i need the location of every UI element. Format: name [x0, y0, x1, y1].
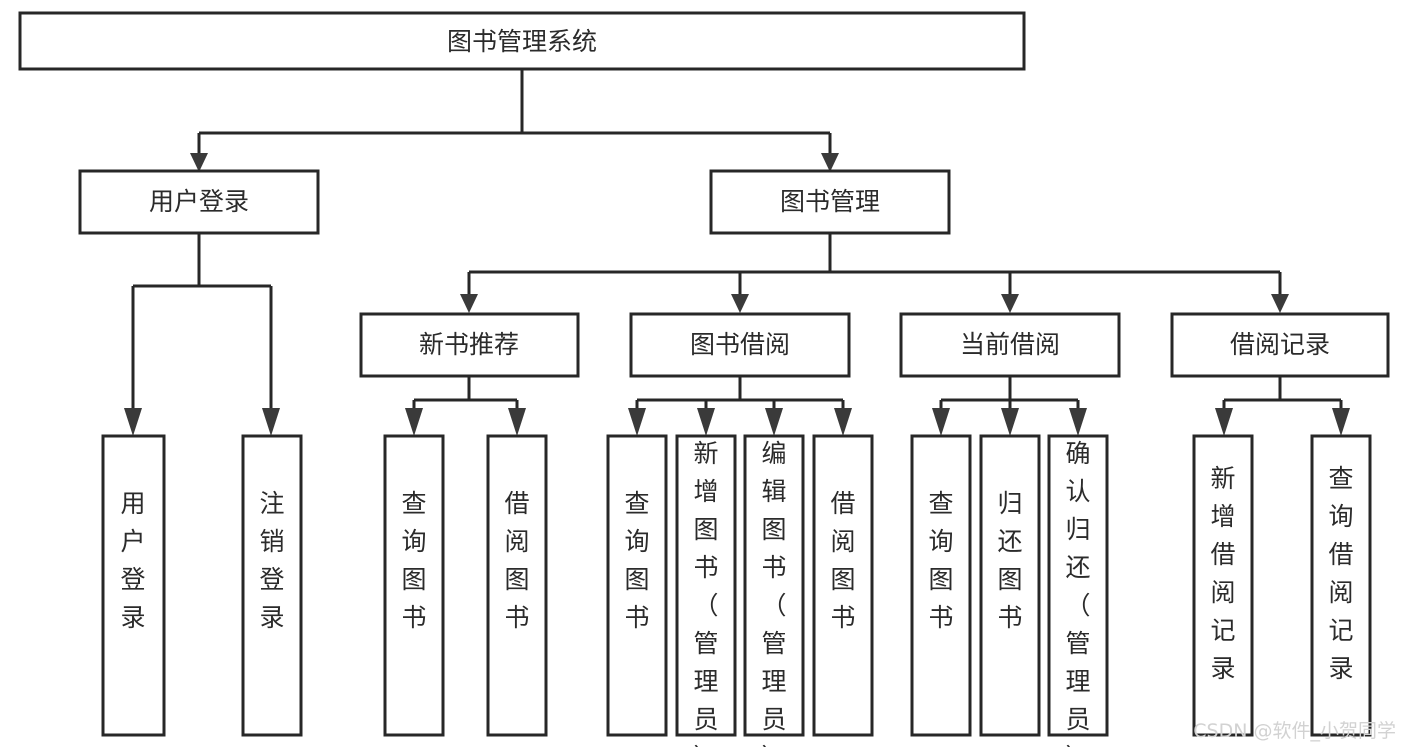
node-book-management-label: 图书管理 [780, 187, 880, 216]
leaf-user-login-login-box [101, 434, 166, 737]
leaf-new-book-borrow[interactable]: 借阅图书 [486, 434, 548, 737]
arrow-book-borrow-leaf1 [628, 408, 646, 436]
leaf-book-borrow-query-label: 查询图书 [624, 489, 649, 632]
arrow-current-borrow-leaf1 [932, 408, 950, 436]
arrow-current-borrow-leaf3 [1069, 408, 1087, 436]
node-new-book-recommend-label: 新书推荐 [419, 330, 519, 359]
leaf-borrow-record-query[interactable]: 查询借阅记录 [1310, 434, 1372, 737]
leaf-current-borrow-query[interactable]: 查询图书 [910, 434, 972, 737]
leaf-user-login-logout-box [241, 434, 303, 737]
leaf-new-book-borrow-box [486, 434, 548, 737]
arrow-book-borrow-leaf3 [765, 408, 783, 436]
leaf-book-borrow-query-box [606, 434, 668, 737]
leaf-current-borrow-query-label: 查询图书 [928, 489, 953, 632]
node-current-borrow-label: 当前借阅 [960, 330, 1060, 359]
leaf-book-borrow-add-label: 新增图书（管理员） [693, 439, 718, 747]
leaf-current-borrow-return-box [979, 434, 1041, 737]
leaf-book-borrow-borrow-box [812, 434, 874, 737]
connector-layer [124, 69, 1350, 436]
leaf-current-borrow-return-label: 归还图书 [997, 489, 1022, 632]
arrow-bm-to-borrow-record [1271, 294, 1289, 313]
csdn-watermark: CSDN @软件_小贺同学 [1193, 720, 1396, 742]
leaf-book-borrow-add[interactable]: 新增图书（管理员） [675, 434, 737, 747]
arrow-borrow-record-leaf2 [1332, 408, 1350, 436]
arrow-root-to-user-login [190, 153, 208, 172]
arrow-book-borrow-leaf4 [834, 408, 852, 436]
leaf-book-borrow-add-box [675, 434, 737, 737]
node-book-borrow[interactable]: 图书借阅 [629, 312, 851, 378]
leaf-new-book-borrow-label: 借阅图书 [504, 489, 529, 632]
node-current-borrow-box [899, 312, 1121, 378]
leaf-new-book-query-label: 查询图书 [401, 489, 426, 632]
node-borrow-record[interactable]: 借阅记录 [1170, 312, 1390, 378]
arrow-user-login-leaf1 [124, 408, 142, 436]
arrow-bm-to-current-borrow [1001, 294, 1019, 313]
leaf-new-book-query[interactable]: 查询图书 [383, 434, 445, 737]
arrow-borrow-record-leaf1 [1215, 408, 1233, 436]
node-new-book-recommend[interactable]: 新书推荐 [359, 312, 580, 378]
arrow-bm-to-new-book [460, 294, 478, 313]
leaf-book-borrow-edit-label: 编辑图书（管理员） [761, 439, 786, 747]
arrow-new-book-leaf1 [405, 408, 423, 436]
node-book-management-box [709, 169, 951, 235]
leaf-user-login-login[interactable]: 用户登录 [101, 434, 166, 737]
leaf-book-borrow-edit[interactable]: 编辑图书（管理员） [743, 434, 805, 747]
leaf-borrow-record-add[interactable]: 新增借阅记录 [1192, 434, 1254, 737]
leaf-user-login-logout-label: 注销登录 [259, 489, 284, 632]
node-borrow-record-label: 借阅记录 [1230, 330, 1330, 359]
leaf-current-borrow-confirm[interactable]: 确认归还（管理员） [1047, 434, 1109, 747]
arrow-bm-to-book-borrow [731, 294, 749, 313]
leaf-book-borrow-query[interactable]: 查询图书 [606, 434, 668, 737]
arrow-new-book-leaf2 [508, 408, 526, 436]
leaf-current-borrow-confirm-box [1047, 434, 1109, 737]
leaf-book-borrow-borrow[interactable]: 借阅图书 [812, 434, 874, 737]
leaf-borrow-record-add-label: 新增借阅记录 [1210, 464, 1235, 683]
leaf-borrow-record-query-box [1310, 434, 1372, 737]
leaf-borrow-record-add-box [1192, 434, 1254, 737]
arrow-root-to-book-manage [821, 153, 839, 172]
leaf-user-login-login-label: 用户登录 [120, 489, 145, 632]
leaf-book-borrow-borrow-label: 借阅图书 [830, 489, 855, 632]
node-borrow-record-box [1170, 312, 1390, 378]
node-new-book-recommend-box [359, 312, 580, 378]
arrow-current-borrow-leaf2 [1001, 408, 1019, 436]
leaf-book-borrow-edit-box [743, 434, 805, 737]
leaf-current-borrow-return[interactable]: 归还图书 [979, 434, 1041, 737]
node-book-management[interactable]: 图书管理 [709, 169, 951, 235]
leaf-borrow-record-query-label: 查询借阅记录 [1328, 464, 1353, 683]
node-user-login-label: 用户登录 [149, 187, 249, 216]
leaf-current-borrow-confirm-label: 确认归还（管理员） [1065, 439, 1090, 747]
arrow-book-borrow-leaf2 [697, 408, 715, 436]
node-root-system[interactable]: 图书管理系统 [18, 11, 1026, 71]
leaf-current-borrow-query-box [910, 434, 972, 737]
node-root-label: 图书管理系统 [447, 27, 597, 56]
node-user-login-box [78, 169, 320, 235]
node-user-login[interactable]: 用户登录 [78, 169, 320, 235]
leaf-user-login-logout[interactable]: 注销登录 [241, 434, 303, 737]
arrow-user-login-leaf2 [262, 408, 280, 436]
node-book-borrow-label: 图书借阅 [690, 330, 790, 359]
node-root-box [18, 11, 1026, 71]
node-current-borrow[interactable]: 当前借阅 [899, 312, 1121, 378]
leaf-new-book-query-box [383, 434, 445, 737]
node-book-borrow-box [629, 312, 851, 378]
